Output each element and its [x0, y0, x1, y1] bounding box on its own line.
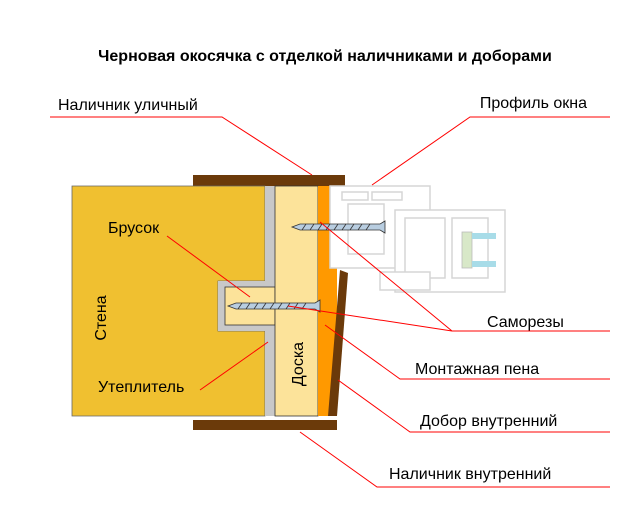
leader-lines [50, 116, 610, 488]
label-wall: Стена [93, 295, 110, 340]
label-board: Доска [290, 342, 307, 386]
label-insulation: Утеплитель [98, 379, 184, 396]
inner-casing [193, 420, 337, 430]
label-outer-casing: Наличник уличный [58, 97, 198, 114]
label-bar: Брусок [108, 220, 160, 237]
label-screws: Саморезы [487, 314, 564, 331]
screw-lower [226, 299, 321, 313]
window-profile [329, 185, 506, 293]
label-inner-casing: Наличник внутренний [389, 466, 551, 483]
screw-upper [290, 220, 386, 234]
label-window-profile: Профиль окна [480, 95, 587, 112]
inner-extension [328, 270, 348, 416]
label-inner-extension: Добор внутренний [420, 413, 557, 430]
outer-casing [193, 175, 345, 186]
label-foam: Монтажная пена [415, 361, 539, 378]
diagram-title: Черновая окосячка с отделкой наличниками… [98, 48, 552, 65]
insulation [218, 186, 275, 416]
